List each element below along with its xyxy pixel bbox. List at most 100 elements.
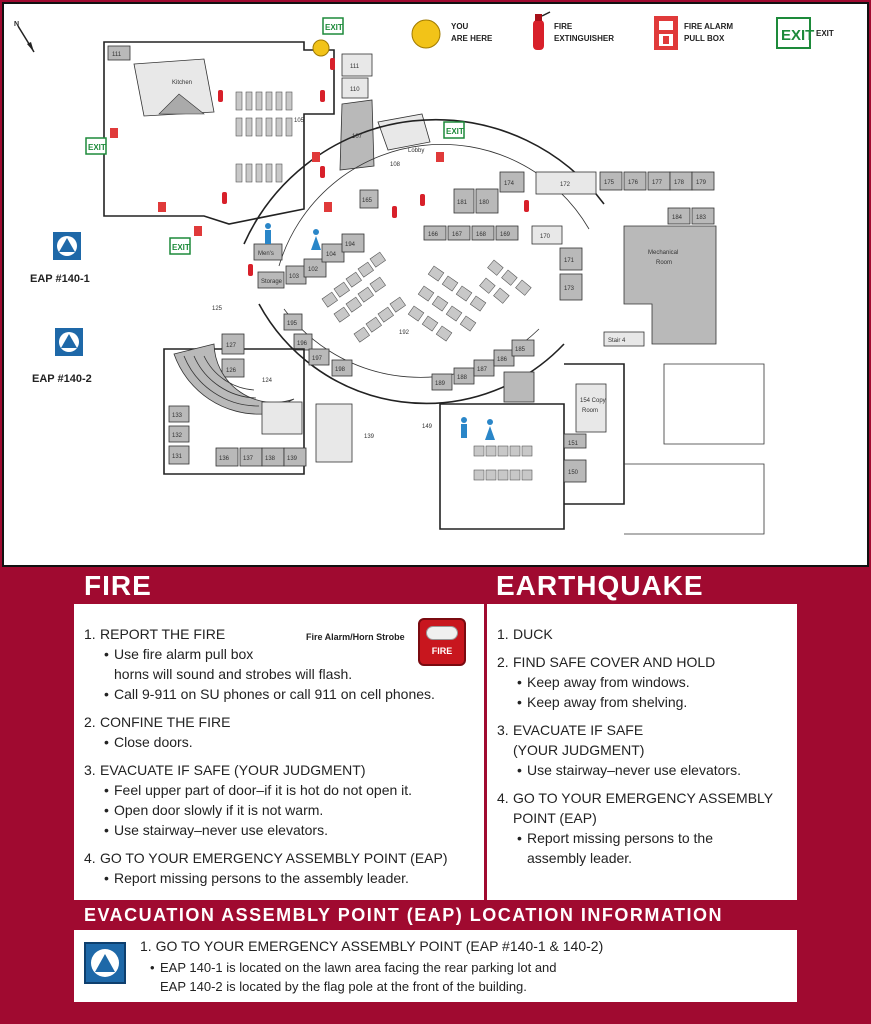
fire-alarm-pull-box-icon	[324, 202, 332, 212]
svg-text:107: 107	[352, 134, 363, 140]
svg-text:188: 188	[457, 375, 468, 381]
svg-text:167: 167	[452, 232, 463, 238]
north-arrow-icon: N	[14, 21, 35, 53]
svg-text:149: 149	[422, 424, 433, 430]
svg-text:102: 102	[308, 267, 319, 273]
fire-step: 4.GO TO YOUR EMERGENCY ASSEMBLY POINT (E…	[84, 848, 448, 888]
exit-sign-icon: EXIT	[169, 237, 191, 255]
legend: YOU ARE HERE FIRE EXTINGUISHER FIRE ALAR…	[411, 11, 834, 50]
fire-alarm-pull-box-icon	[436, 152, 444, 162]
svg-text:178: 178	[674, 180, 685, 186]
svg-text:103: 103	[289, 274, 300, 280]
fire-extinguisher-icon	[218, 90, 223, 102]
svg-text:111: 111	[112, 52, 122, 58]
svg-text:197: 197	[312, 356, 323, 362]
exit-sign-icon: EXIT	[85, 137, 107, 155]
earthquake-steps-list: 1.DUCK 2.FIND SAFE COVER AND HOLD Keep a…	[497, 624, 773, 876]
svg-text:192: 192	[399, 330, 410, 336]
womens-restroom-icon	[485, 419, 495, 440]
svg-text:127: 127	[226, 343, 237, 349]
svg-text:Room: Room	[656, 260, 672, 266]
svg-text:168: 168	[476, 232, 487, 238]
svg-text:179: 179	[696, 180, 707, 186]
fire-alarm-strobe-label: Fire Alarm/Horn Strobe	[306, 632, 405, 642]
fire-step-bullet: Use stairway–never use elevators.	[104, 820, 448, 840]
svg-text:181: 181	[457, 200, 468, 206]
you-are-here-marker-icon	[312, 39, 330, 57]
svg-text:151: 151	[568, 441, 579, 447]
svg-text:183: 183	[696, 215, 707, 221]
fire-extinguisher-legend-icon	[533, 11, 551, 50]
fire-alarm-pull-box-legend-icon	[654, 16, 678, 50]
svg-text:Lobby: Lobby	[408, 148, 424, 154]
svg-text:ARE HERE: ARE HERE	[451, 34, 493, 43]
svg-text:169: 169	[500, 232, 511, 238]
fire-step-bullet: Feel upper part of door–if it is hot do …	[104, 780, 448, 800]
svg-text:185: 185	[515, 347, 526, 353]
you-are-here-legend-icon	[411, 19, 441, 49]
fire-instructions-box: Fire Alarm/Horn Strobe FIRE 1.REPORT THE…	[74, 604, 484, 900]
fire-alarm-pull-box-icon	[194, 226, 202, 236]
svg-text:172: 172	[560, 182, 571, 188]
earthquake-section-title: EARTHQUAKE	[496, 570, 704, 601]
svg-text:173: 173	[564, 286, 575, 292]
fire-extinguisher-icon	[222, 192, 227, 204]
svg-text:186: 186	[497, 357, 508, 363]
fire-extinguisher-icon	[420, 194, 425, 206]
svg-text:170: 170	[540, 234, 551, 240]
exit-sign-icons: EXIT EXIT EXIT EXIT	[85, 17, 465, 255]
svg-text:EAP #140-2: EAP #140-2	[32, 373, 92, 385]
fire-extinguisher-icon	[248, 264, 253, 276]
earthquake-step-bullet: Keep away from windows.	[517, 672, 773, 692]
earthquake-step-bullet: Use stairway–never use elevators.	[517, 760, 773, 780]
fire-extinguisher-icon	[330, 58, 335, 70]
svg-text:Room: Room	[582, 408, 598, 414]
mens-restroom-icon	[265, 223, 271, 244]
section-divider	[484, 604, 487, 900]
svg-text:Stair 4: Stair 4	[608, 338, 626, 344]
eap-info-section-title: EVACUATION ASSEMBLY POINT (EAP) LOCATION…	[84, 905, 724, 925]
svg-text:126: 126	[226, 368, 237, 374]
svg-text:Men's: Men's	[258, 251, 274, 257]
exit-sign-legend-icon: EXIT	[776, 17, 814, 49]
svg-text:171: 171	[564, 258, 575, 264]
svg-text:FIRE: FIRE	[554, 22, 573, 31]
svg-text:104: 104	[326, 252, 337, 258]
eap-step: 1. GO TO YOUR EMERGENCY ASSEMBLY POINT (…	[140, 938, 604, 954]
svg-text:EXIT: EXIT	[816, 29, 834, 38]
svg-text:EAP #140-1: EAP #140-1	[30, 273, 90, 285]
svg-text:EXTINGUISHER: EXTINGUISHER	[554, 34, 614, 43]
svg-text:110: 110	[350, 87, 360, 93]
svg-text:EXIT: EXIT	[446, 127, 464, 136]
eap-marker-140-2: EAP #140-2	[32, 328, 92, 385]
svg-text:138: 138	[265, 456, 276, 462]
floor-plan-svg: N YOU ARE HERE FIRE EXTINGUISHER FIRE AL…	[14, 11, 834, 535]
svg-text:Storage: Storage	[261, 279, 283, 285]
svg-text:165: 165	[362, 198, 373, 204]
restroom-fixtures	[473, 445, 533, 481]
svg-text:Kitchen: Kitchen	[172, 80, 192, 86]
fire-extinguisher-icon	[524, 200, 529, 212]
svg-text:EXIT: EXIT	[325, 23, 343, 32]
fire-extinguisher-icon	[392, 206, 397, 218]
eap-icon	[84, 942, 126, 984]
svg-text:108: 108	[390, 162, 401, 168]
svg-text:136: 136	[219, 456, 230, 462]
svg-text:196: 196	[297, 341, 308, 347]
svg-text:139: 139	[287, 456, 298, 462]
eap-info-box: 1. GO TO YOUR EMERGENCY ASSEMBLY POINT (…	[74, 930, 797, 1002]
restroom-icons	[265, 223, 495, 440]
fire-alarm-pull-box-icon	[158, 202, 166, 212]
fire-alarm-pull-box-icon	[110, 128, 118, 138]
svg-text:PULL BOX: PULL BOX	[684, 34, 725, 43]
earthquake-step: 4.GO TO YOUR EMERGENCY ASSEMBLY POINT (E…	[497, 788, 773, 868]
fire-section-title: FIRE	[84, 570, 152, 601]
svg-text:EXIT: EXIT	[172, 243, 190, 252]
svg-text:176: 176	[628, 180, 639, 186]
svg-text:139: 139	[364, 434, 375, 440]
svg-text:137: 137	[243, 456, 254, 462]
building: 111 Kitchen	[103, 41, 765, 535]
floor-plan-map: N YOU ARE HERE FIRE EXTINGUISHER FIRE AL…	[2, 2, 869, 567]
eap-step-bullet: • EAP 140-1 is located on the lawn area …	[150, 960, 557, 994]
